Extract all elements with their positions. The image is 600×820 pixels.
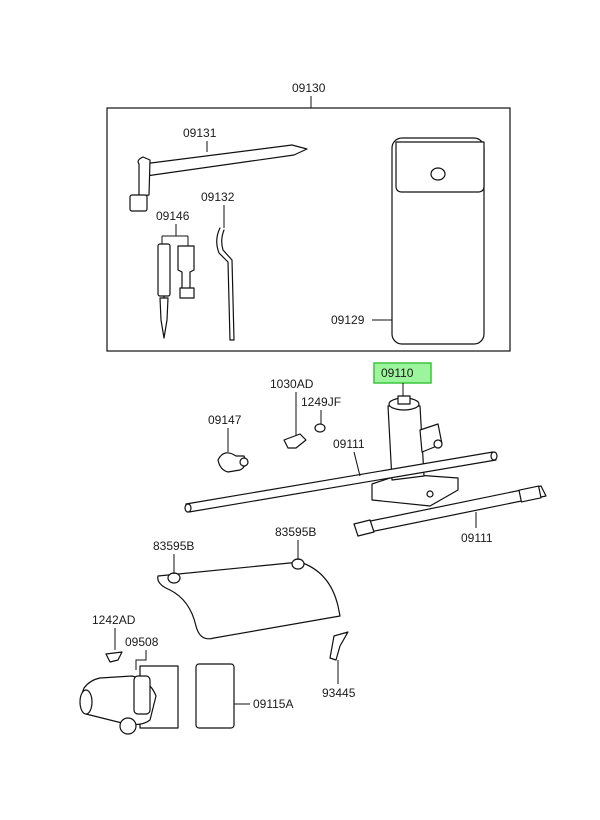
clamp-09147[interactable] [217, 452, 249, 473]
label-83595B-left[interactable]: 83595B [153, 539, 194, 553]
screwdriver[interactable] [157, 243, 195, 339]
bottle-jack[interactable] [371, 395, 459, 507]
label-09111-upper[interactable]: 09111 [333, 437, 365, 451]
label-09130[interactable]: 09130 [292, 81, 326, 95]
label-09131[interactable]: 09131 [183, 126, 217, 140]
tool-kit-group: 09130 09131 09132 09146 [106, 81, 511, 352]
wheel-wrench[interactable] [129, 144, 308, 212]
jack-assembly: 09110 [371, 362, 459, 507]
tool-kit-frame [106, 107, 511, 352]
label-09110[interactable]: 09110 [381, 366, 414, 380]
label-09508[interactable]: 09508 [125, 635, 159, 649]
label-09147[interactable]: 09147 [208, 413, 242, 427]
label-09111-lower[interactable]: 09111 [461, 531, 493, 545]
extension-bar-upper[interactable] [184, 451, 498, 513]
label-83595B-right[interactable]: 83595B [275, 525, 316, 539]
label-93445[interactable]: 93445 [322, 686, 356, 700]
clip-93445[interactable] [329, 631, 349, 661]
label-1249JF[interactable]: 1249JF [301, 395, 341, 409]
label-09115A[interactable]: 09115A [253, 697, 293, 711]
label-09132[interactable]: 09132 [201, 190, 235, 204]
clip-parts: 1030AD 1249JF [270, 377, 341, 449]
tool-tray-cover[interactable] [157, 558, 341, 640]
label-09129[interactable]: 09129 [331, 313, 365, 327]
label-1030AD[interactable]: 1030AD [270, 377, 314, 391]
screw-1249JF[interactable] [314, 423, 326, 433]
label-1242AD[interactable]: 1242AD [92, 613, 136, 627]
jack-holder-bracket[interactable] [79, 665, 179, 735]
block-09115A[interactable] [195, 663, 235, 729]
clip-1030AD[interactable] [283, 433, 307, 449]
jack-handle-bar[interactable] [216, 227, 235, 341]
tool-bag[interactable] [391, 137, 485, 345]
extension-bar-lower[interactable] [353, 485, 547, 537]
label-09146[interactable]: 09146 [156, 209, 190, 223]
wing-bolt-1242AD[interactable] [105, 651, 123, 663]
